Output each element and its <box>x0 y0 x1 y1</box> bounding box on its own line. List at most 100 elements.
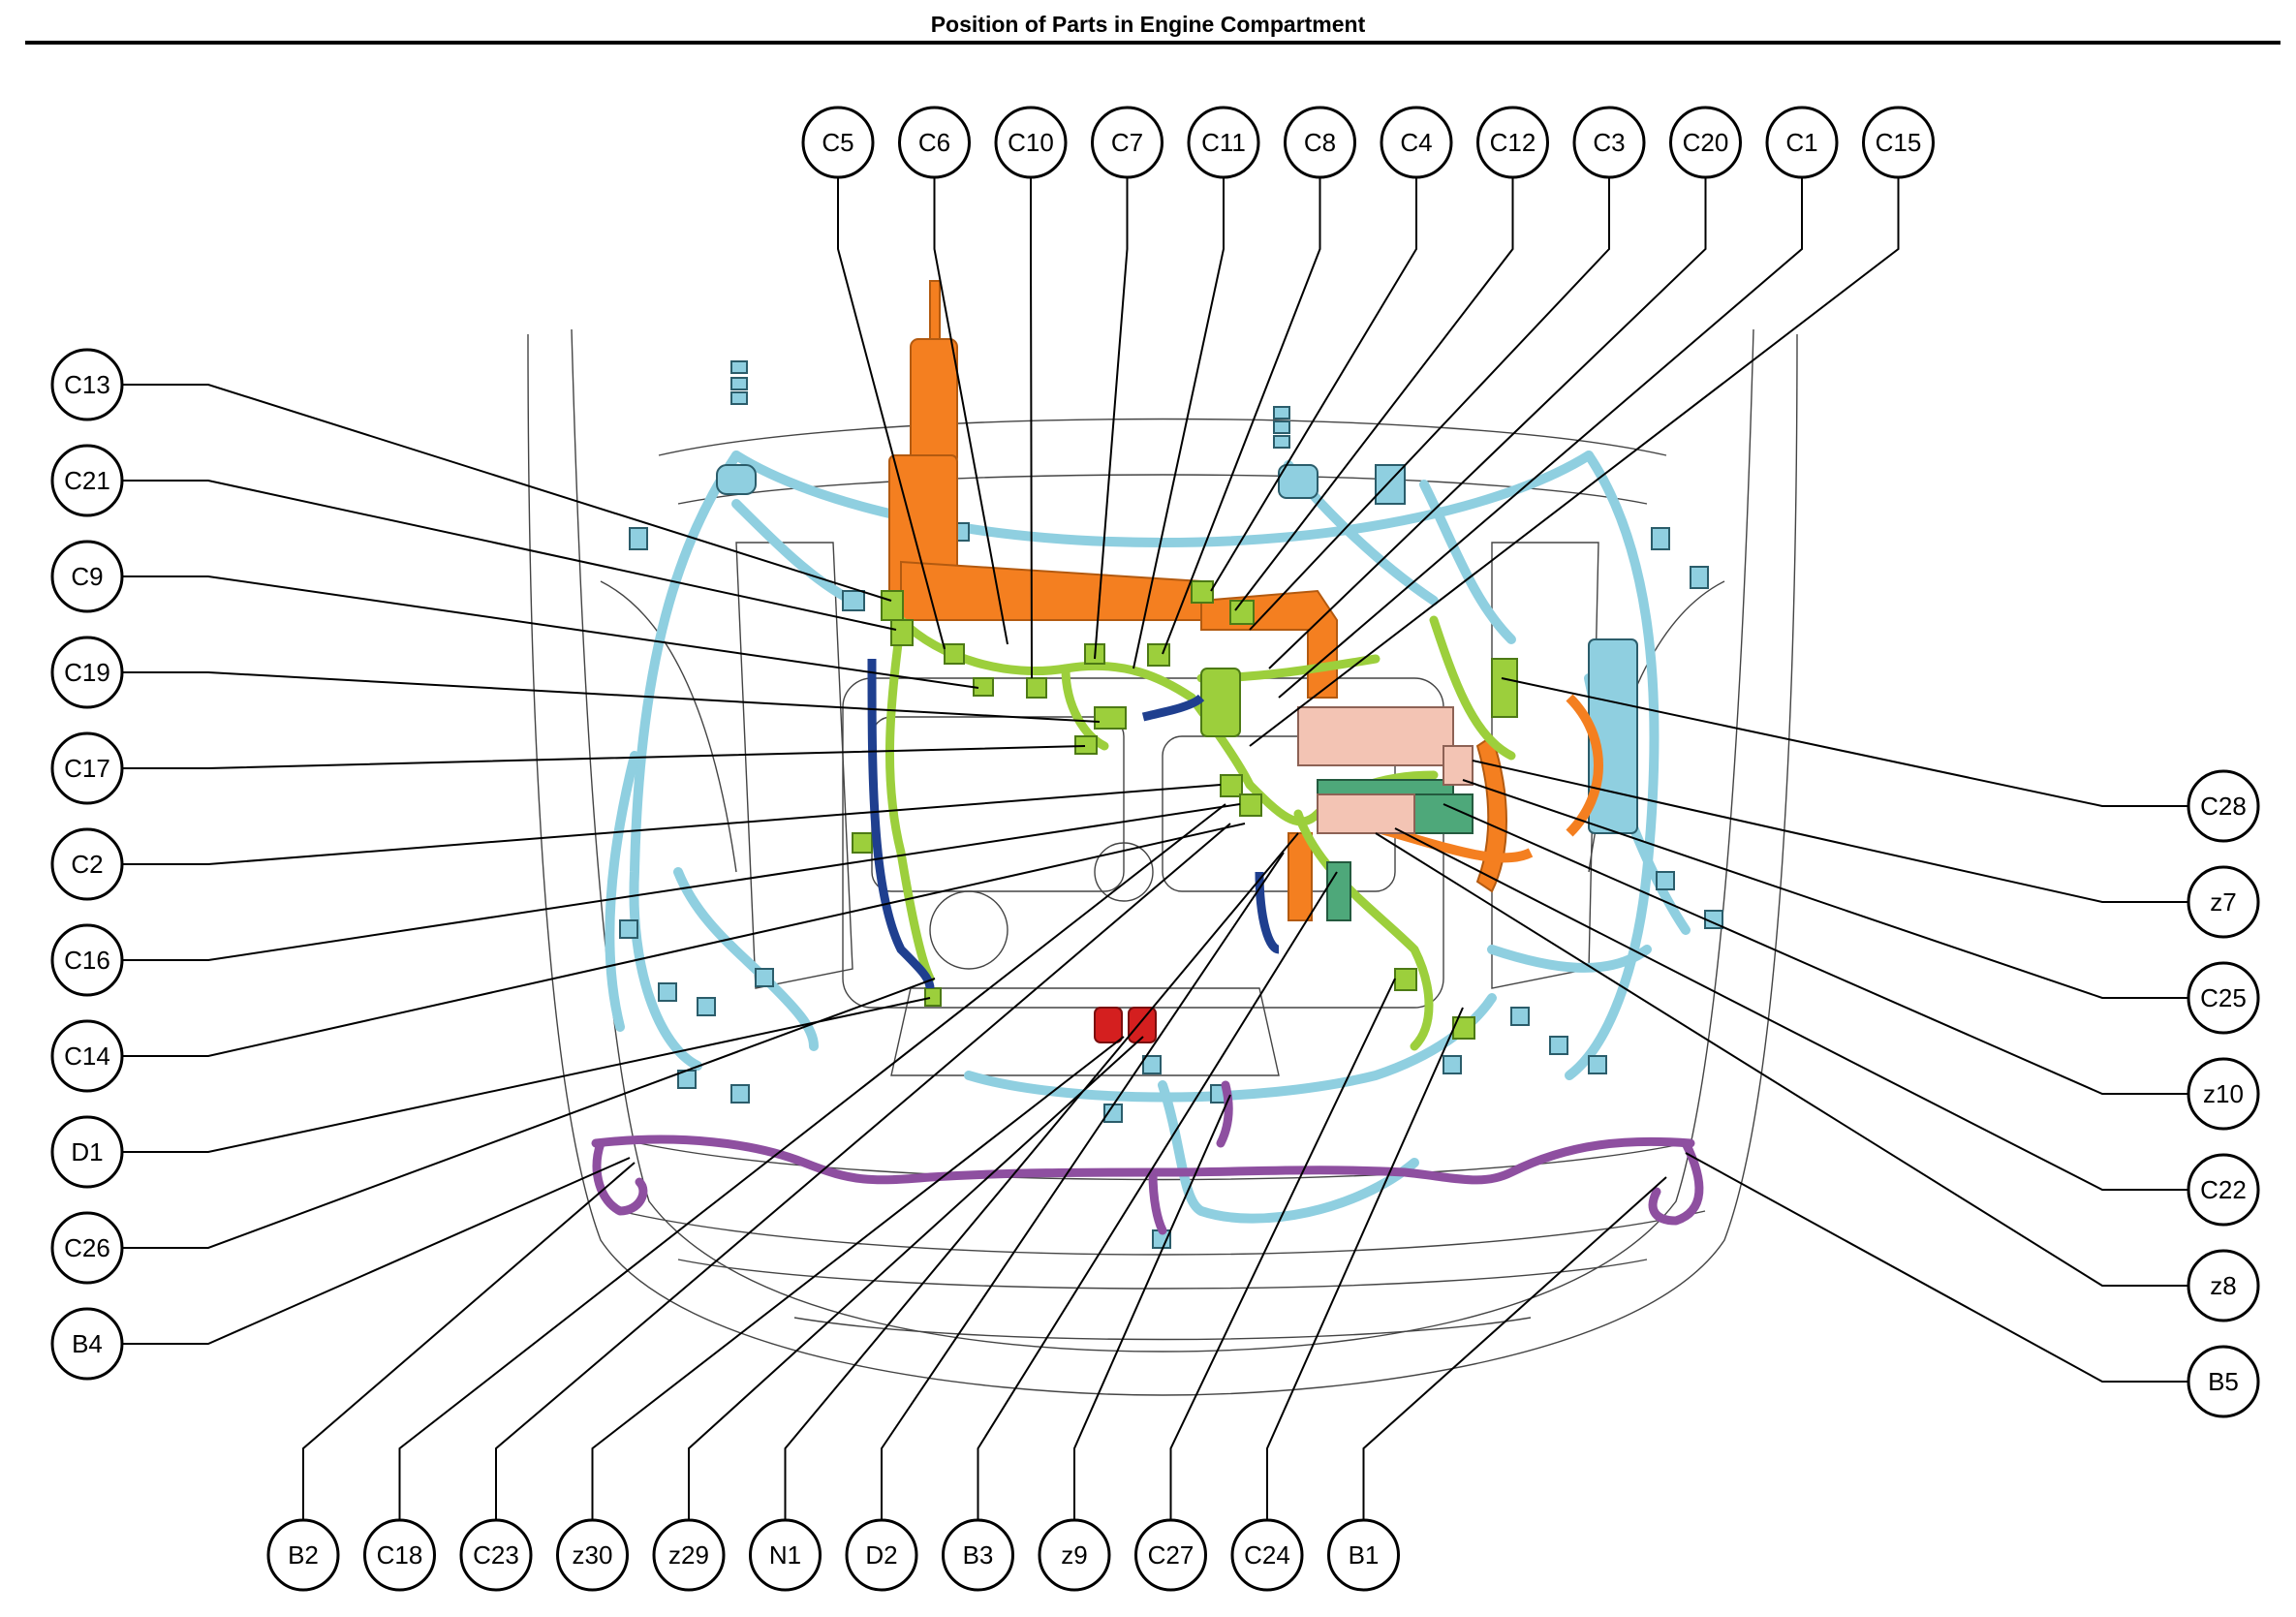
leader-c18 <box>398 803 1226 1520</box>
harness-green-connectors <box>852 580 1518 1040</box>
callout-label: C15 <box>1876 128 1922 157</box>
callout-label: C26 <box>64 1233 110 1262</box>
leader-n1 <box>784 832 1299 1520</box>
callout-d1: D1 <box>50 1115 124 1189</box>
callout-label: C8 <box>1304 128 1336 157</box>
callout-b5: B5 <box>2187 1345 2260 1418</box>
leader-c10 <box>1030 177 1033 679</box>
leader-c25 <box>1462 779 2188 999</box>
leader-lines <box>122 177 2188 1520</box>
callout-circle <box>50 731 124 805</box>
callout-circle <box>1230 1518 1304 1592</box>
leader-c4 <box>1210 177 1417 592</box>
callout-label: C5 <box>822 128 853 157</box>
callout-circle <box>1284 106 1356 179</box>
callout-circle <box>2187 1345 2260 1418</box>
callout-z7: z7 <box>2187 865 2260 939</box>
leader-b3 <box>977 871 1338 1520</box>
callout-circle <box>1862 106 1935 179</box>
callout-c6: C6 <box>898 106 971 179</box>
callout-label: C16 <box>64 946 110 975</box>
callout-c24: C24 <box>1230 1518 1304 1592</box>
leader-c7 <box>1094 177 1129 660</box>
callout-label: C28 <box>2200 792 2247 821</box>
callout-c12: C12 <box>1476 106 1549 179</box>
callout-c13: C13 <box>50 348 124 421</box>
callout-c1: C1 <box>1765 106 1839 179</box>
callout-circle <box>1669 106 1742 179</box>
leader-c15 <box>1249 177 1900 747</box>
callout-label: D2 <box>865 1540 897 1570</box>
leader-c20 <box>1268 177 1707 669</box>
callout-circle <box>50 444 124 517</box>
leader-c17 <box>122 745 1086 769</box>
body-harness-blue <box>605 451 1691 1224</box>
leader-z10 <box>1443 803 2188 1095</box>
callout-circle <box>50 540 124 613</box>
callout-circle <box>556 1518 629 1592</box>
callout-d2: D2 <box>845 1518 918 1592</box>
callout-circle <box>50 1115 124 1189</box>
callout-z8: z8 <box>2187 1249 2260 1322</box>
callout-label: C25 <box>2200 983 2247 1012</box>
horn-relays-red <box>1094 1007 1157 1043</box>
callout-circle <box>2187 961 2260 1035</box>
callout-b3: B3 <box>942 1518 1014 1592</box>
callout-c18: C18 <box>363 1518 436 1592</box>
callout-circle <box>1327 1518 1400 1592</box>
leader-z9 <box>1073 1094 1231 1520</box>
callout-label: C14 <box>64 1042 110 1071</box>
leader-z29 <box>688 1036 1144 1520</box>
callout-c20: C20 <box>1669 106 1742 179</box>
callout-c3: C3 <box>1572 106 1646 179</box>
callout-circle <box>266 1518 340 1592</box>
callout-circle <box>1091 106 1164 179</box>
callout-circle <box>50 1211 124 1285</box>
callout-label: D1 <box>71 1137 103 1166</box>
callout-z10: z10 <box>2187 1057 2260 1131</box>
callout-circle <box>50 636 124 709</box>
callout-circle <box>652 1518 726 1592</box>
callout-label: C9 <box>71 562 103 591</box>
harness-navy <box>867 658 1281 989</box>
leader-z8 <box>1375 832 2188 1287</box>
callout-circle <box>1134 1518 1207 1592</box>
callout-c9: C9 <box>50 540 124 613</box>
callout-z29: z29 <box>652 1518 726 1592</box>
callout-c5: C5 <box>801 106 875 179</box>
leader-c11 <box>1132 177 1225 669</box>
callout-label: C1 <box>1785 128 1817 157</box>
leader-c24 <box>1266 1007 1464 1520</box>
leader-c21 <box>122 480 897 631</box>
callout-label: N1 <box>769 1540 801 1570</box>
callout-c25: C25 <box>2187 961 2260 1035</box>
callout-c16: C16 <box>50 923 124 997</box>
callout-c7: C7 <box>1091 106 1164 179</box>
callout-label: C19 <box>64 658 110 687</box>
callout-circle <box>801 106 875 179</box>
leader-b4 <box>122 1157 631 1345</box>
callout-label: C3 <box>1593 128 1625 157</box>
callout-c11: C11 <box>1187 106 1260 179</box>
callout-b1: B1 <box>1327 1518 1400 1592</box>
leader-c3 <box>1249 177 1610 631</box>
callout-label: C20 <box>1683 128 1729 157</box>
leader-c19 <box>122 671 1101 723</box>
leader-b2 <box>302 1162 636 1520</box>
leader-z7 <box>1472 760 2188 903</box>
callout-circle <box>2187 769 2260 843</box>
callout-circle <box>50 1307 124 1381</box>
callout-label: z9 <box>1061 1540 1087 1570</box>
callout-circle <box>749 1518 822 1592</box>
callout-circle <box>363 1518 436 1592</box>
leader-c5 <box>837 177 946 650</box>
callout-label: C6 <box>918 128 950 157</box>
callout-circle <box>1380 106 1453 179</box>
leader-c26 <box>122 978 936 1249</box>
callout-c17: C17 <box>50 731 124 805</box>
callout-label: B2 <box>288 1540 319 1570</box>
callout-label: C13 <box>64 370 110 399</box>
leader-c14 <box>122 823 1246 1057</box>
leader-c12 <box>1234 177 1514 611</box>
